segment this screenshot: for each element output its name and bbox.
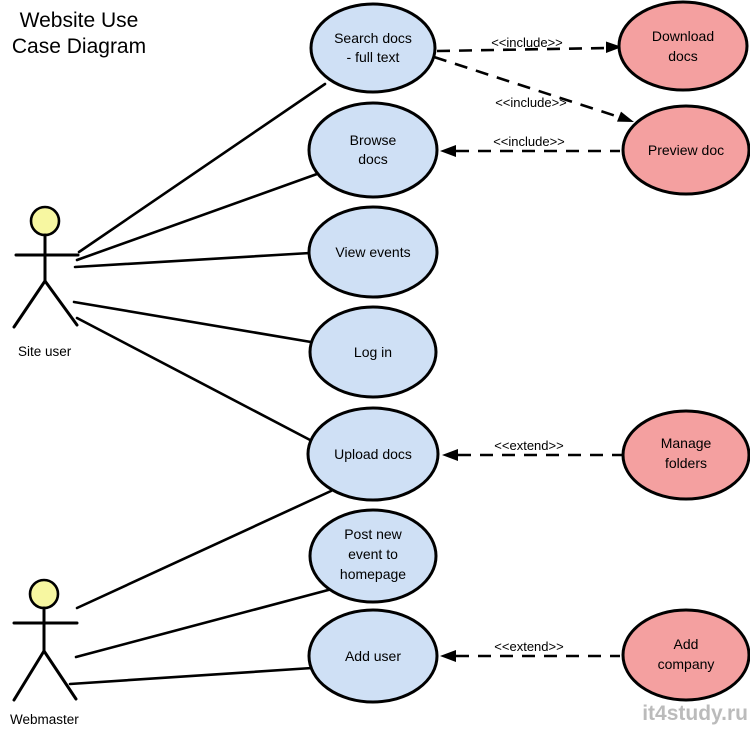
usecase-label: Search docs — [334, 30, 412, 46]
arrowhead-icon — [442, 449, 458, 461]
usecase-label: Upload docs — [334, 446, 412, 462]
usecase-label: folders — [665, 455, 707, 471]
title-line: Case Diagram — [12, 35, 146, 58]
include-line-search-download — [436, 46, 609, 53]
actor-leg — [43, 279, 79, 327]
include-line-search-preview — [433, 55, 620, 119]
usecase-label: docs — [358, 151, 388, 167]
secondary-use-cases — [617, 0, 750, 702]
use-case-labels: Search docs - full text Browse docs View… — [334, 28, 724, 672]
site-user-associations — [72, 82, 327, 443]
actor-head-icon — [28, 578, 60, 610]
usecase-label: Log in — [354, 344, 392, 360]
assoc-siteuser-browse-docs — [75, 172, 319, 262]
usecase-label: Add user — [345, 648, 401, 664]
assoc-webmaster-upload-docs — [75, 489, 333, 610]
watermark: it4study.ru — [642, 702, 748, 725]
arrowhead-icon — [617, 111, 634, 122]
extend-label: <<extend>> — [494, 639, 563, 654]
actor-site-user: Site user — [12, 205, 80, 359]
usecase-download-docs — [617, 0, 749, 92]
actor-webmaster: Webmaster — [10, 578, 79, 727]
actor-label-webmaster: Webmaster — [10, 712, 79, 727]
usecase-add-company — [621, 608, 750, 702]
actor-label-site-user: Site user — [18, 344, 72, 359]
assoc-siteuser-log-in — [72, 300, 313, 344]
usecase-view-events — [307, 205, 439, 299]
usecase-add-user — [307, 608, 439, 704]
actor-leg — [12, 649, 46, 702]
usecase-label: event to — [348, 546, 398, 562]
assoc-webmaster-post-new-event — [74, 587, 334, 659]
primary-use-cases — [306, 2, 440, 704]
title-line: Website Use — [20, 9, 139, 32]
diagram-title: Website Use Case Diagram — [12, 9, 146, 58]
usecase-post-new-event — [308, 508, 438, 604]
assoc-siteuser-search-docs — [77, 82, 327, 254]
usecase-label: company — [658, 656, 715, 672]
usecase-label: Download — [652, 28, 714, 44]
usecase-label: Manage — [661, 435, 712, 451]
webmaster-associations — [68, 489, 334, 686]
usecase-log-in — [308, 305, 438, 399]
usecase-label: Add — [674, 636, 699, 652]
arrowhead-icon — [440, 145, 456, 157]
usecase-label: Preview doc — [648, 142, 724, 158]
usecase-label: docs — [668, 48, 698, 64]
arrowhead-icon — [440, 650, 456, 662]
include-label: <<include>> — [495, 95, 567, 110]
assoc-siteuser-view-events — [73, 251, 312, 269]
usecase-label: homepage — [340, 566, 406, 582]
usecase-label: View events — [335, 244, 410, 260]
extend-label: <<extend>> — [494, 438, 563, 453]
actor-leg — [12, 279, 47, 329]
relation-arrows — [433, 41, 634, 662]
arrowhead-icon — [606, 41, 622, 53]
usecase-search-docs — [309, 2, 437, 94]
actor-head-icon — [29, 205, 61, 237]
usecase-manage-folders — [621, 409, 750, 501]
actor-leg — [42, 649, 78, 701]
usecase-label: Browse — [350, 132, 397, 148]
include-label: <<include>> — [493, 134, 565, 149]
assoc-siteuser-upload-docs — [75, 316, 314, 443]
usecase-browse-docs — [307, 101, 439, 199]
relation-labels: <<include>> <<include>> <<include>> <<ex… — [491, 35, 567, 654]
usecase-preview-doc — [621, 104, 750, 196]
usecase-label: - full text — [347, 49, 400, 65]
usecase-upload-docs — [306, 406, 440, 502]
assoc-webmaster-add-user — [68, 666, 314, 686]
usecase-label: Post new — [344, 526, 402, 542]
include-label: <<include>> — [491, 35, 563, 50]
